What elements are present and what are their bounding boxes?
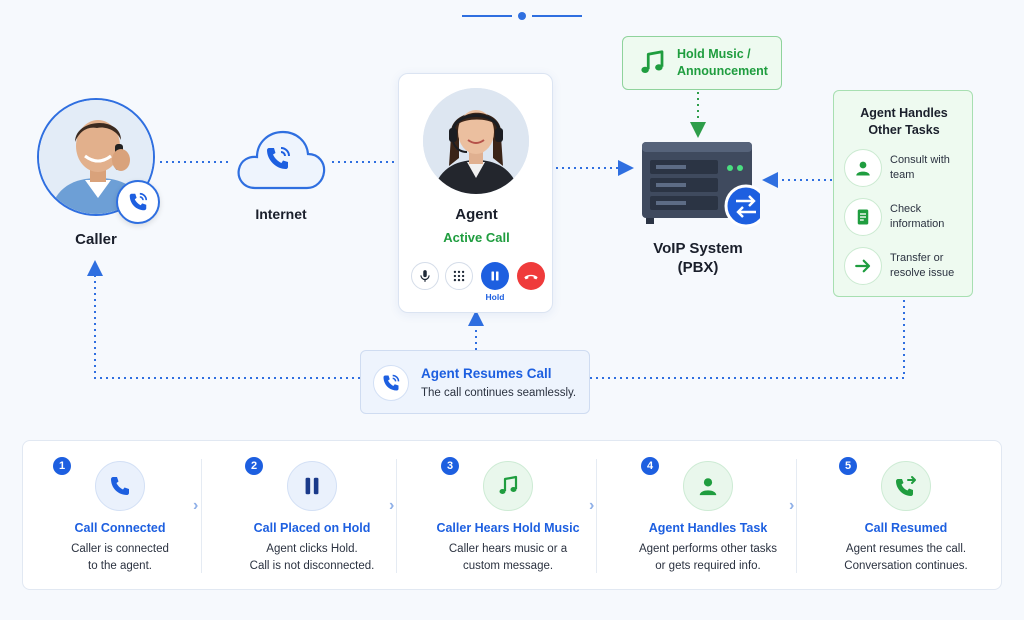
voip-label: VoIP System (PBX) bbox=[640, 239, 756, 277]
step-divider bbox=[396, 459, 397, 573]
phone-forward-icon bbox=[896, 476, 916, 496]
server-icon bbox=[642, 142, 760, 228]
task-item: Transfer or resolve issue bbox=[844, 247, 968, 285]
resume-icon-wrap bbox=[373, 365, 409, 401]
music-note-icon bbox=[499, 475, 518, 494]
pause-icon bbox=[491, 271, 499, 281]
resume-tasks-line bbox=[590, 300, 905, 379]
step-number: 5 bbox=[839, 457, 857, 475]
resume-subtitle: The call continues seamlessly. bbox=[421, 387, 577, 399]
step-number: 3 bbox=[441, 457, 459, 475]
step-icon-wrap bbox=[95, 461, 145, 511]
pause-icon bbox=[305, 477, 319, 495]
top-ornament bbox=[462, 12, 582, 20]
resume-caller-line bbox=[87, 260, 360, 379]
chevron-right-icon: › bbox=[193, 497, 199, 514]
task-item: Consult with team bbox=[844, 149, 968, 187]
step-title: Call Connected bbox=[74, 521, 166, 535]
agent-label: Agent bbox=[455, 206, 498, 223]
person-icon bbox=[856, 161, 870, 176]
microphone-icon bbox=[420, 270, 430, 282]
step-title: Call Resumed bbox=[864, 521, 948, 535]
document-icon bbox=[857, 209, 869, 225]
keypad-icon bbox=[453, 270, 465, 282]
step-1: 1 Call Connected Caller is connected to … bbox=[31, 441, 227, 591]
step-desc: Agent clicks Hold. Call is not disconnec… bbox=[249, 543, 375, 572]
voip-label-line1: VoIP System bbox=[653, 240, 743, 257]
task-text-line2: resolve issue bbox=[890, 267, 955, 279]
chevron-right-icon: › bbox=[589, 497, 595, 514]
step-icon-wrap bbox=[683, 461, 733, 511]
step-icon-wrap bbox=[287, 461, 337, 511]
step-3: 3 Caller Hears Hold Music Caller hears m… bbox=[419, 441, 615, 591]
step-2: 2 Call Placed on Hold Agent clicks Hold.… bbox=[223, 441, 419, 591]
step-title: Call Placed on Hold bbox=[253, 521, 371, 535]
step-number: 1 bbox=[53, 457, 71, 475]
task-text-line1: Consult with bbox=[890, 154, 950, 166]
step-divider bbox=[796, 459, 797, 573]
internet-label: Internet bbox=[255, 206, 307, 222]
agent-status: Active Call bbox=[443, 230, 510, 245]
caller-label: Caller bbox=[75, 231, 117, 248]
mute-button[interactable] bbox=[411, 262, 439, 290]
step-desc: Caller hears music or a custom message. bbox=[448, 543, 568, 572]
tasks-title: Agent Handles Other Tasks bbox=[834, 105, 974, 139]
phone-icon bbox=[111, 477, 129, 495]
hold-music-box: Hold Music / Announcement bbox=[622, 36, 782, 90]
task-text-line1: Transfer or bbox=[890, 252, 944, 264]
step-number: 2 bbox=[245, 457, 263, 475]
step-number: 4 bbox=[641, 457, 659, 475]
task-icon-wrap bbox=[844, 247, 882, 285]
other-tasks-panel: Agent Handles Other Tasks Consult with t… bbox=[833, 90, 973, 297]
tasks-title-line1: Agent Handles bbox=[860, 106, 948, 120]
agent-person-illustration bbox=[423, 88, 529, 194]
step-icon-wrap bbox=[483, 461, 533, 511]
step-desc: Caller is connected to the agent. bbox=[71, 543, 169, 572]
phone-ringing-icon bbox=[383, 374, 400, 391]
agent-card: Agent Active Call Hold bbox=[398, 73, 553, 313]
voip-label-line2: (PBX) bbox=[677, 259, 719, 276]
step-5: 5 Call Resumed Agent resumes the call. C… bbox=[817, 441, 1013, 591]
resume-title: Agent Resumes Call bbox=[421, 366, 552, 381]
step-4: 4 Agent Handles Task Agent performs othe… bbox=[619, 441, 815, 591]
task-icon-wrap bbox=[844, 198, 882, 236]
end-call-button[interactable] bbox=[517, 262, 545, 290]
arrow-right-icon bbox=[855, 259, 871, 273]
task-text-line1: Check bbox=[890, 203, 922, 215]
music-note-icon bbox=[641, 50, 664, 73]
task-item: Check information bbox=[844, 198, 968, 236]
chevron-right-icon: › bbox=[789, 497, 795, 514]
hold-button-label: Hold bbox=[485, 292, 505, 302]
task-icon-wrap bbox=[844, 149, 882, 187]
step-divider bbox=[596, 459, 597, 573]
person-icon bbox=[699, 478, 717, 496]
chevron-right-icon: › bbox=[389, 497, 395, 514]
phone-ringing-icon bbox=[129, 192, 148, 211]
task-text-line2: information bbox=[890, 218, 945, 230]
keypad-button[interactable] bbox=[445, 262, 473, 290]
step-divider bbox=[201, 459, 202, 573]
hold-music-line2: Announcement bbox=[677, 64, 768, 78]
step-title: Agent Handles Task bbox=[648, 521, 768, 535]
step-desc: Agent performs other tasks or gets requi… bbox=[638, 543, 778, 572]
caller-phone-badge bbox=[116, 180, 160, 224]
resume-call-box: Agent Resumes Call The call continues se… bbox=[360, 350, 590, 414]
step-desc: Agent resumes the call. Conversation con… bbox=[844, 543, 968, 572]
tasks-title-line2: Other Tasks bbox=[868, 123, 940, 137]
agent-avatar bbox=[423, 88, 529, 194]
end-call-icon bbox=[524, 274, 538, 280]
task-text-line2: team bbox=[890, 169, 915, 181]
step-title: Caller Hears Hold Music bbox=[436, 521, 580, 535]
hold-button[interactable] bbox=[481, 262, 509, 290]
cloud-phone-icon bbox=[237, 130, 326, 190]
steps-panel: 1 Call Connected Caller is connected to … bbox=[22, 440, 1002, 590]
hold-music-line1: Hold Music / bbox=[677, 47, 751, 61]
step-icon-wrap bbox=[881, 461, 931, 511]
